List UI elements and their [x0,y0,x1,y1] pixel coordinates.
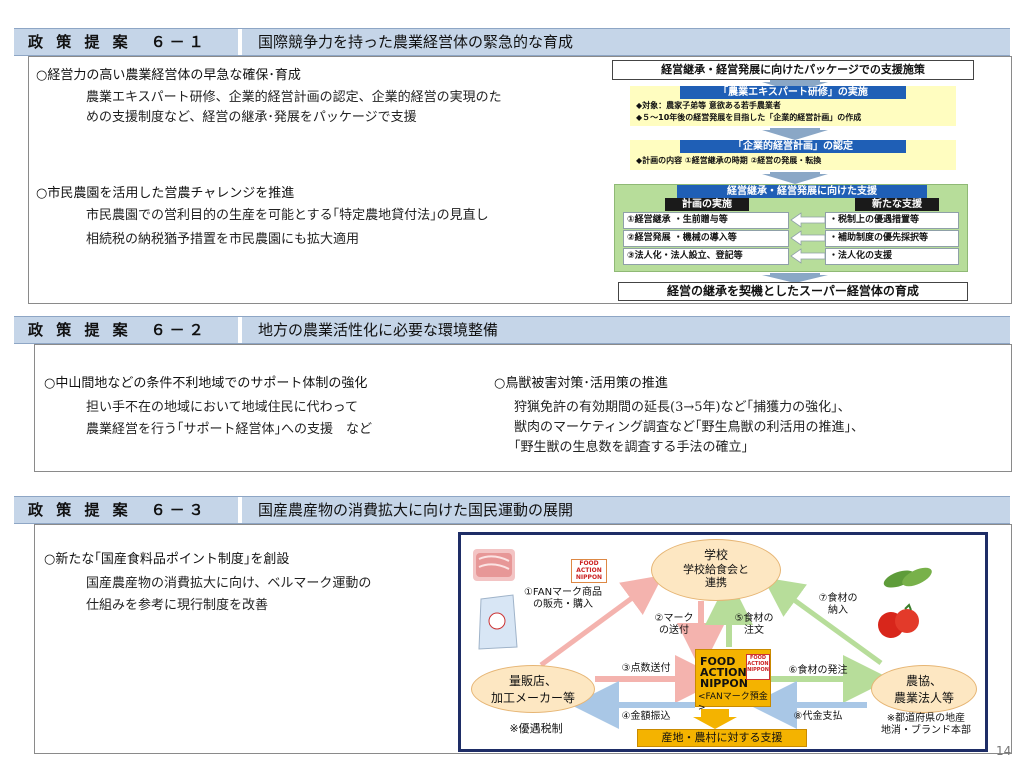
step7-line2: 納入 [828,605,848,616]
business-plan-box: 「企業的経営計画」の認定 ◆計画の内容 ①経営継承の時期 ②経営の発展・転換 [630,140,956,170]
section3-heading: ○新たな｢国産食料品ポイント制度｣を創設 [44,552,290,567]
plan-item-1: ①経営継承 ・生前贈与等 [623,212,789,229]
prefecture-note-line1: ※都道府県の地産 [886,713,966,724]
section3-label: 政 策 提 案 ６－３ [14,497,242,523]
step5-line2: 注文 [744,625,764,636]
farm-coop-line2: 農業法人等 [893,691,954,705]
fan-label-2: ACTION [700,666,747,679]
section3-title: 国産農産物の消費拡大に向けた国民運動の展開 [258,501,574,519]
rice-bag-image [475,591,519,651]
down-arrow-icon [762,172,828,184]
fan-label-1: FOOD [700,655,736,668]
section2-right-heading: ○鳥獣被害対策･活用策の推進 [494,376,668,391]
step8-label: ⑧代金支払 [793,711,843,722]
farm-coop-node: 農協、 農業法人等 [871,665,977,713]
down-arrow-icon [762,273,828,283]
support-title: 経営継承・経営発展に向けた支援 [677,185,927,198]
vegetable-image [881,565,935,593]
meat-image [473,549,515,581]
flow-arrows [539,575,891,729]
fan-diagram: FOOD ACTION NIPPON 学校 学校給食会と 連携 量販店、 加工メ… [458,532,988,752]
step7-line1: ⑦食材の [818,593,858,604]
section1-title: 国際競争力を持った農業経営体の緊急的な育成 [258,33,574,51]
prefecture-note-line2: 地消・ブランド本部 [881,725,971,736]
tax-note: ※優遇税制 [509,722,563,735]
rural-support-box: 産地・農村に対する支援 [637,729,807,747]
section2-label: 政 策 提 案 ６－２ [14,317,242,343]
fan-logo-icon: FOOD ACTION NIPPON [746,654,770,680]
retailer-node: 量販店、 加工メーカー等 [471,665,595,713]
support-item-3: ・法人化の支援 [825,248,959,265]
farm-coop-line1: 農協、 [905,674,942,688]
fan-label-3: NIPPON [700,677,748,690]
section2-header: 政 策 提 案 ６－２ 地方の農業活性化に必要な環境整備 [14,316,1010,344]
school-sub1: 学校給食会と [683,563,749,576]
plan-implementation-header: 計画の実施 [665,198,749,211]
section2-left-heading: ○中山間地などの条件不利地域でのサポート体制の強化 [44,376,368,391]
expert-training-box: 「農業エキスパート研修」の実施 ◆対象：農家子弟等 意欲ある若手農業者 ◆５～1… [630,86,956,126]
school-title: 学校 [703,548,728,562]
step2-line2: の送付 [659,625,689,636]
step5-line1: ⑤食材の [734,613,774,624]
section1-item2-line2: 相続税の納税猶予措置を市民農園にも拡大適用 [86,232,360,247]
fan-center-node: FOOD ACTION NIPPON FOOD ACTION NIPPON <F… [695,649,771,713]
section2-panel [34,344,1012,472]
step6-label: ⑥食材の発注 [788,665,848,676]
down-arrow-icon [762,128,828,140]
section1-item2-heading: ○市民農園を活用した営農チャレンジを推進 [36,186,295,201]
section1-label: 政 策 提 案 ６－１ [14,29,242,55]
support-area: 経営継承・経営発展に向けた支援 計画の実施 新たな支援 ①経営継承 ・生前贈与等… [614,184,968,272]
expert-training-line1: ◆対象：農家子弟等 意欲ある若手農業者 [636,101,781,110]
tomato-image [875,603,921,643]
section3-line2: 仕組みを参考に現行制度を改善 [86,598,269,613]
fan-logo-small: FOOD ACTION NIPPON [571,559,607,583]
retailer-line1: 量販店、 [508,674,557,688]
section1-item1-line1: 農業エキスパート研修、企業的経営計画の認定、企業的経営の実現のた [86,90,502,105]
section1-header: 政 策 提 案 ６－１ 国際競争力を持った農業経営体の緊急的な育成 [14,28,1010,56]
expert-training-title: 「農業エキスパート研修」の実施 [680,86,906,99]
support-item-2: ・補助制度の優先採択等 [825,230,959,247]
school-sub2: 連携 [705,576,727,589]
business-plan-line1: ◆計画の内容 ①経営継承の時期 ②経営の発展・転換 [636,156,822,165]
section2-left-line1: 担い手不在の地域において地域住民に代わって [86,400,358,415]
new-support-header: 新たな支援 [855,198,939,211]
section2-right-line3: ｢野生獣の生息数を調査する手法の確立｣ [514,440,749,455]
step1-line2: の販売・購入 [533,599,593,610]
business-plan-title: 「企業的経営計画」の認定 [680,140,906,153]
fan-deposit-label: <FANマーク預金> [698,692,768,713]
package-support-title: 経営継承・経営発展に向けたパッケージでの支援施策 [612,60,974,80]
section2-right-line2: 獣肉のマーケティング調査など｢野生鳥獣の利活用の推進｣、 [514,420,864,435]
left-arrows-icon [790,212,825,264]
section2-left-line2: 農業経営を行う｢サポート経営体｣への支援 など [86,422,373,437]
step3-label: ③点数送付 [621,663,671,674]
step2-line1: ②マーク [654,613,694,624]
plan-item-3: ③法人化・法人設立、登記等 [623,248,789,265]
page-number: 14 [996,744,1012,758]
section1-item1-heading: ○経営力の高い農業経営体の早急な確保･育成 [36,68,301,83]
support-item-1: ・税制上の優遇措置等 [825,212,959,229]
retailer-line2: 加工メーカー等 [490,691,575,705]
step1-line1: ①FANマーク商品 [523,587,603,598]
plan-item-2: ②経営発展 ・機械の導入等 [623,230,789,247]
super-farm-title: 経営の継承を契機としたスーパー経営体の育成 [618,282,968,301]
section3-line1: 国産農産物の消費拡大に向け、ベルマーク運動の [86,576,372,591]
section1-item2-line1: 市民農園での営利目的の生産を可能とする｢特定農地貸付法｣の見直し [86,208,489,223]
section2-right-line1: 狩猟免許の有効期間の延長(3→5年)など｢捕獲力の強化｣、 [514,400,851,415]
section2-title: 地方の農業活性化に必要な環境整備 [258,321,499,339]
section3-header: 政 策 提 案 ６－３ 国産農産物の消費拡大に向けた国民運動の展開 [14,496,1010,524]
step4-label: ④金額振込 [621,711,671,722]
expert-training-line2: ◆５～10年後の経営発展を目指した「企業的経営計画」の作成 [636,113,862,122]
section1-item1-line2: めの支援制度など、経営の継承･発展をパッケージで支援 [86,110,417,125]
school-node: 学校 学校給食会と 連携 [651,539,781,601]
